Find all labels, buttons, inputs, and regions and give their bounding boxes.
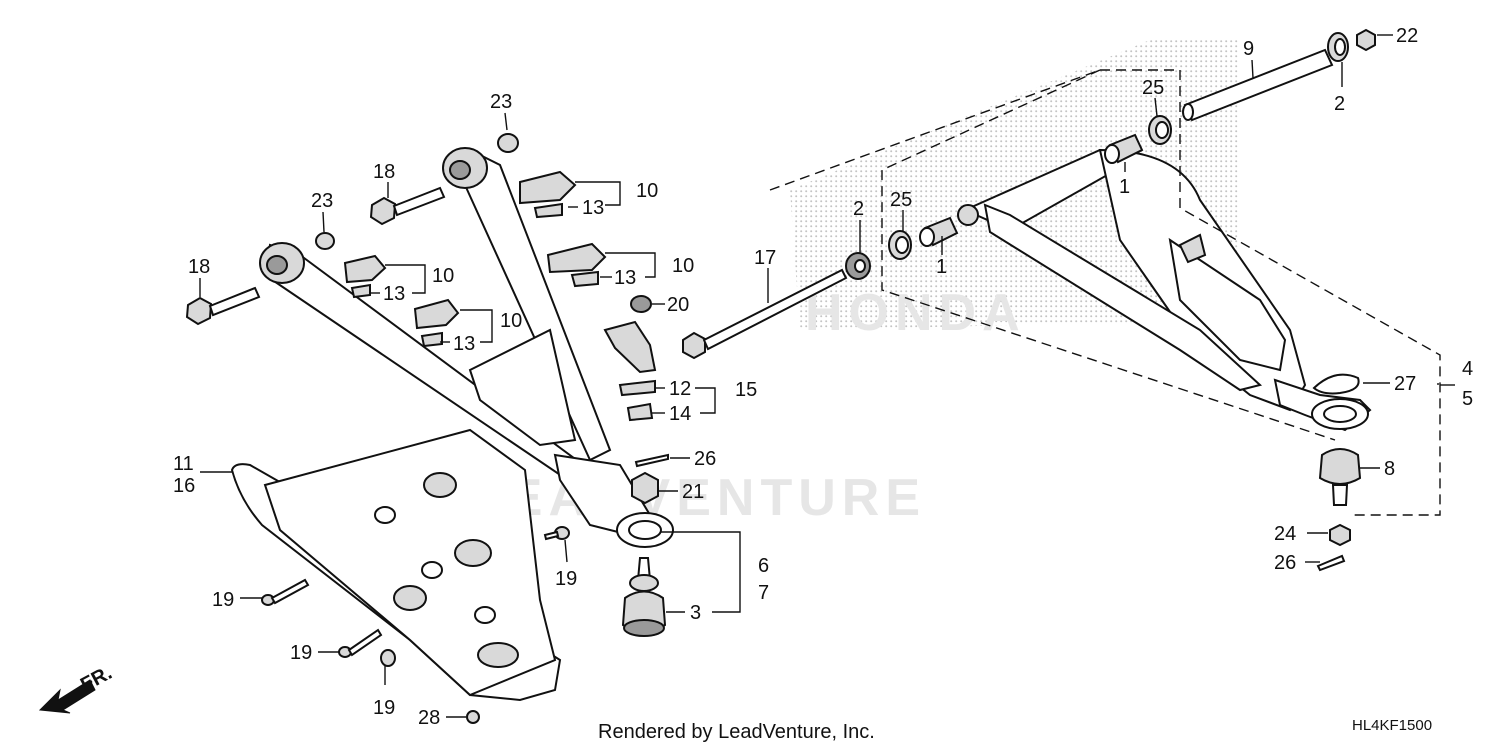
- label-19-b: 19: [290, 642, 312, 664]
- label-14: 14: [669, 403, 691, 425]
- bolt-19-d: [543, 526, 570, 541]
- label-13-d: 13: [453, 333, 475, 355]
- label-4: 4: [1462, 358, 1473, 380]
- label-26-right: 26: [1274, 552, 1296, 574]
- label-10-d: 10: [500, 310, 522, 332]
- bolt-18-upper: [369, 186, 446, 226]
- label-23-upper: 23: [490, 91, 512, 113]
- label-28: 28: [418, 707, 440, 729]
- label-17: 17: [754, 247, 776, 269]
- circlip-27: [1312, 373, 1360, 395]
- bushing-1-upper: [1104, 133, 1144, 164]
- upper-arm: [259, 147, 674, 548]
- ball-joint-3: [621, 557, 667, 637]
- label-19-c: 19: [373, 697, 395, 719]
- bolt-19-c: [380, 649, 396, 667]
- label-24: 24: [1274, 523, 1296, 545]
- seal-25-upper: [1148, 115, 1172, 145]
- label-25-lower: 25: [890, 189, 912, 211]
- nut-24: [1329, 523, 1351, 547]
- leader-lines: [199, 34, 1455, 718]
- nut-22: [1356, 28, 1376, 52]
- bolt-18-lower: [185, 286, 261, 326]
- label-19-d: 19: [555, 568, 577, 590]
- lower-arm: [957, 148, 1372, 432]
- seal-2-lower: [845, 252, 871, 280]
- label-26-left: 26: [694, 448, 716, 470]
- clamp-10-a: [519, 170, 577, 219]
- label-6: 6: [758, 555, 769, 577]
- label-23-lower: 23: [311, 190, 333, 212]
- nut-20: [630, 295, 652, 313]
- label-18-lower: 18: [188, 256, 210, 278]
- front-direction-arrow: [38, 679, 96, 714]
- clamp-10-b: [546, 242, 607, 288]
- clamp-10-d: [413, 298, 460, 348]
- assembly-outlines: [769, 69, 1441, 516]
- label-12: 12: [669, 378, 691, 400]
- label-1-lower: 1: [936, 256, 947, 278]
- label-16: 16: [173, 475, 195, 497]
- skid-plate: [230, 428, 562, 702]
- bolt-19-a: [261, 578, 310, 606]
- label-13-c: 13: [383, 283, 405, 305]
- shaft-9: [1182, 48, 1334, 122]
- seal-25-lower: [888, 230, 912, 260]
- label-18-upper: 18: [373, 161, 395, 183]
- bolt-28: [466, 710, 480, 724]
- seal-2-upper: [1327, 32, 1349, 62]
- label-20: 20: [667, 294, 689, 316]
- label-15: 15: [735, 379, 757, 401]
- label-11: 11: [173, 453, 194, 475]
- label-10-b: 10: [672, 255, 694, 277]
- nut-23-lower: [315, 232, 335, 250]
- label-2-lower: 2: [853, 198, 864, 220]
- label-10-a: 10: [636, 180, 658, 202]
- label-13-b: 13: [614, 267, 636, 289]
- watermark-leadventure: LEADVENTURE: [470, 469, 926, 527]
- watermark-honda: HONDA: [805, 284, 1026, 342]
- nut-23-upper: [497, 133, 519, 153]
- label-19-a: 19: [212, 589, 234, 611]
- diagram-code: HL4KF1500: [1352, 717, 1432, 734]
- label-1-upper: 1: [1119, 176, 1130, 198]
- cotter-pin-26-left: [634, 453, 669, 468]
- clamp-10-c: [343, 254, 387, 299]
- label-8: 8: [1384, 458, 1395, 480]
- label-5: 5: [1462, 388, 1473, 410]
- label-2-upper: 2: [1334, 93, 1345, 115]
- callout-labels: 23 18 23 18 13 10 13 10 13 10 13 10 20 1…: [173, 25, 1473, 729]
- label-21: 21: [682, 481, 704, 503]
- label-13-a: 13: [582, 197, 604, 219]
- bushing-1-lower: [919, 216, 959, 247]
- label-22: 22: [1396, 25, 1418, 47]
- cotter-pin-26-right: [1316, 554, 1346, 572]
- label-9: 9: [1243, 38, 1254, 60]
- footer-credit: Rendered by LeadVenture, Inc.: [598, 721, 875, 743]
- label-27: 27: [1394, 373, 1416, 395]
- nut-21: [631, 471, 659, 505]
- bolt-19-b: [338, 628, 383, 658]
- label-7: 7: [758, 582, 769, 604]
- label-3: 3: [690, 602, 701, 624]
- bolt-17: [682, 268, 848, 360]
- label-10-c: 10: [432, 265, 454, 287]
- bracket-15: [603, 320, 657, 422]
- ball-joint-8: [1318, 448, 1362, 506]
- label-25-upper: 25: [1142, 77, 1164, 99]
